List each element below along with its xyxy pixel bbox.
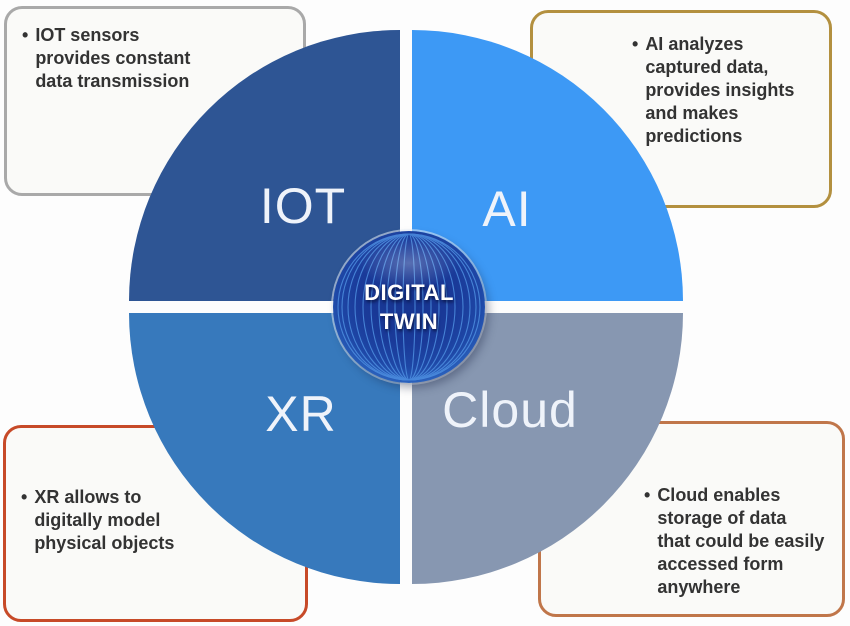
quadrant-label-iot: IOT [259,178,347,234]
quadrant-label-xr: XR [265,386,337,442]
digital-twin-sphere: DIGITAL TWIN [333,231,485,383]
bullet-icon: • [21,487,28,507]
quadrant-label-ai: AI [482,181,532,237]
center-title-line1: DIGITAL [364,280,454,305]
callout-iot-body: • IOT sensors provides constant data tra… [22,24,293,93]
callout-xr-text: XR allows to digitally model physical ob… [34,487,175,553]
center-title: DIGITAL TWIN [333,278,485,336]
bullet-icon: • [22,25,29,45]
bullet-icon: • [632,34,639,54]
center-title-line2: TWIN [379,309,439,334]
callout-ai-text: AI analyzes captured data, provides insi… [645,34,795,146]
globe-meridians-icon [337,233,481,381]
quadrant-label-cloud: Cloud [442,382,578,438]
callout-ai-body: • AI analyzes captured data, provides in… [632,33,821,148]
callout-cloud: • Cloud enables storage of data that cou… [538,421,845,617]
callout-xr-body: • XR allows to digitally model physical … [21,486,295,555]
callout-cloud-body: • Cloud enables storage of data that cou… [644,484,836,599]
callout-iot-text: IOT sensors provides constant data trans… [35,25,191,91]
callout-cloud-text: Cloud enables storage of data that could… [657,485,825,597]
bullet-icon: • [644,485,651,505]
